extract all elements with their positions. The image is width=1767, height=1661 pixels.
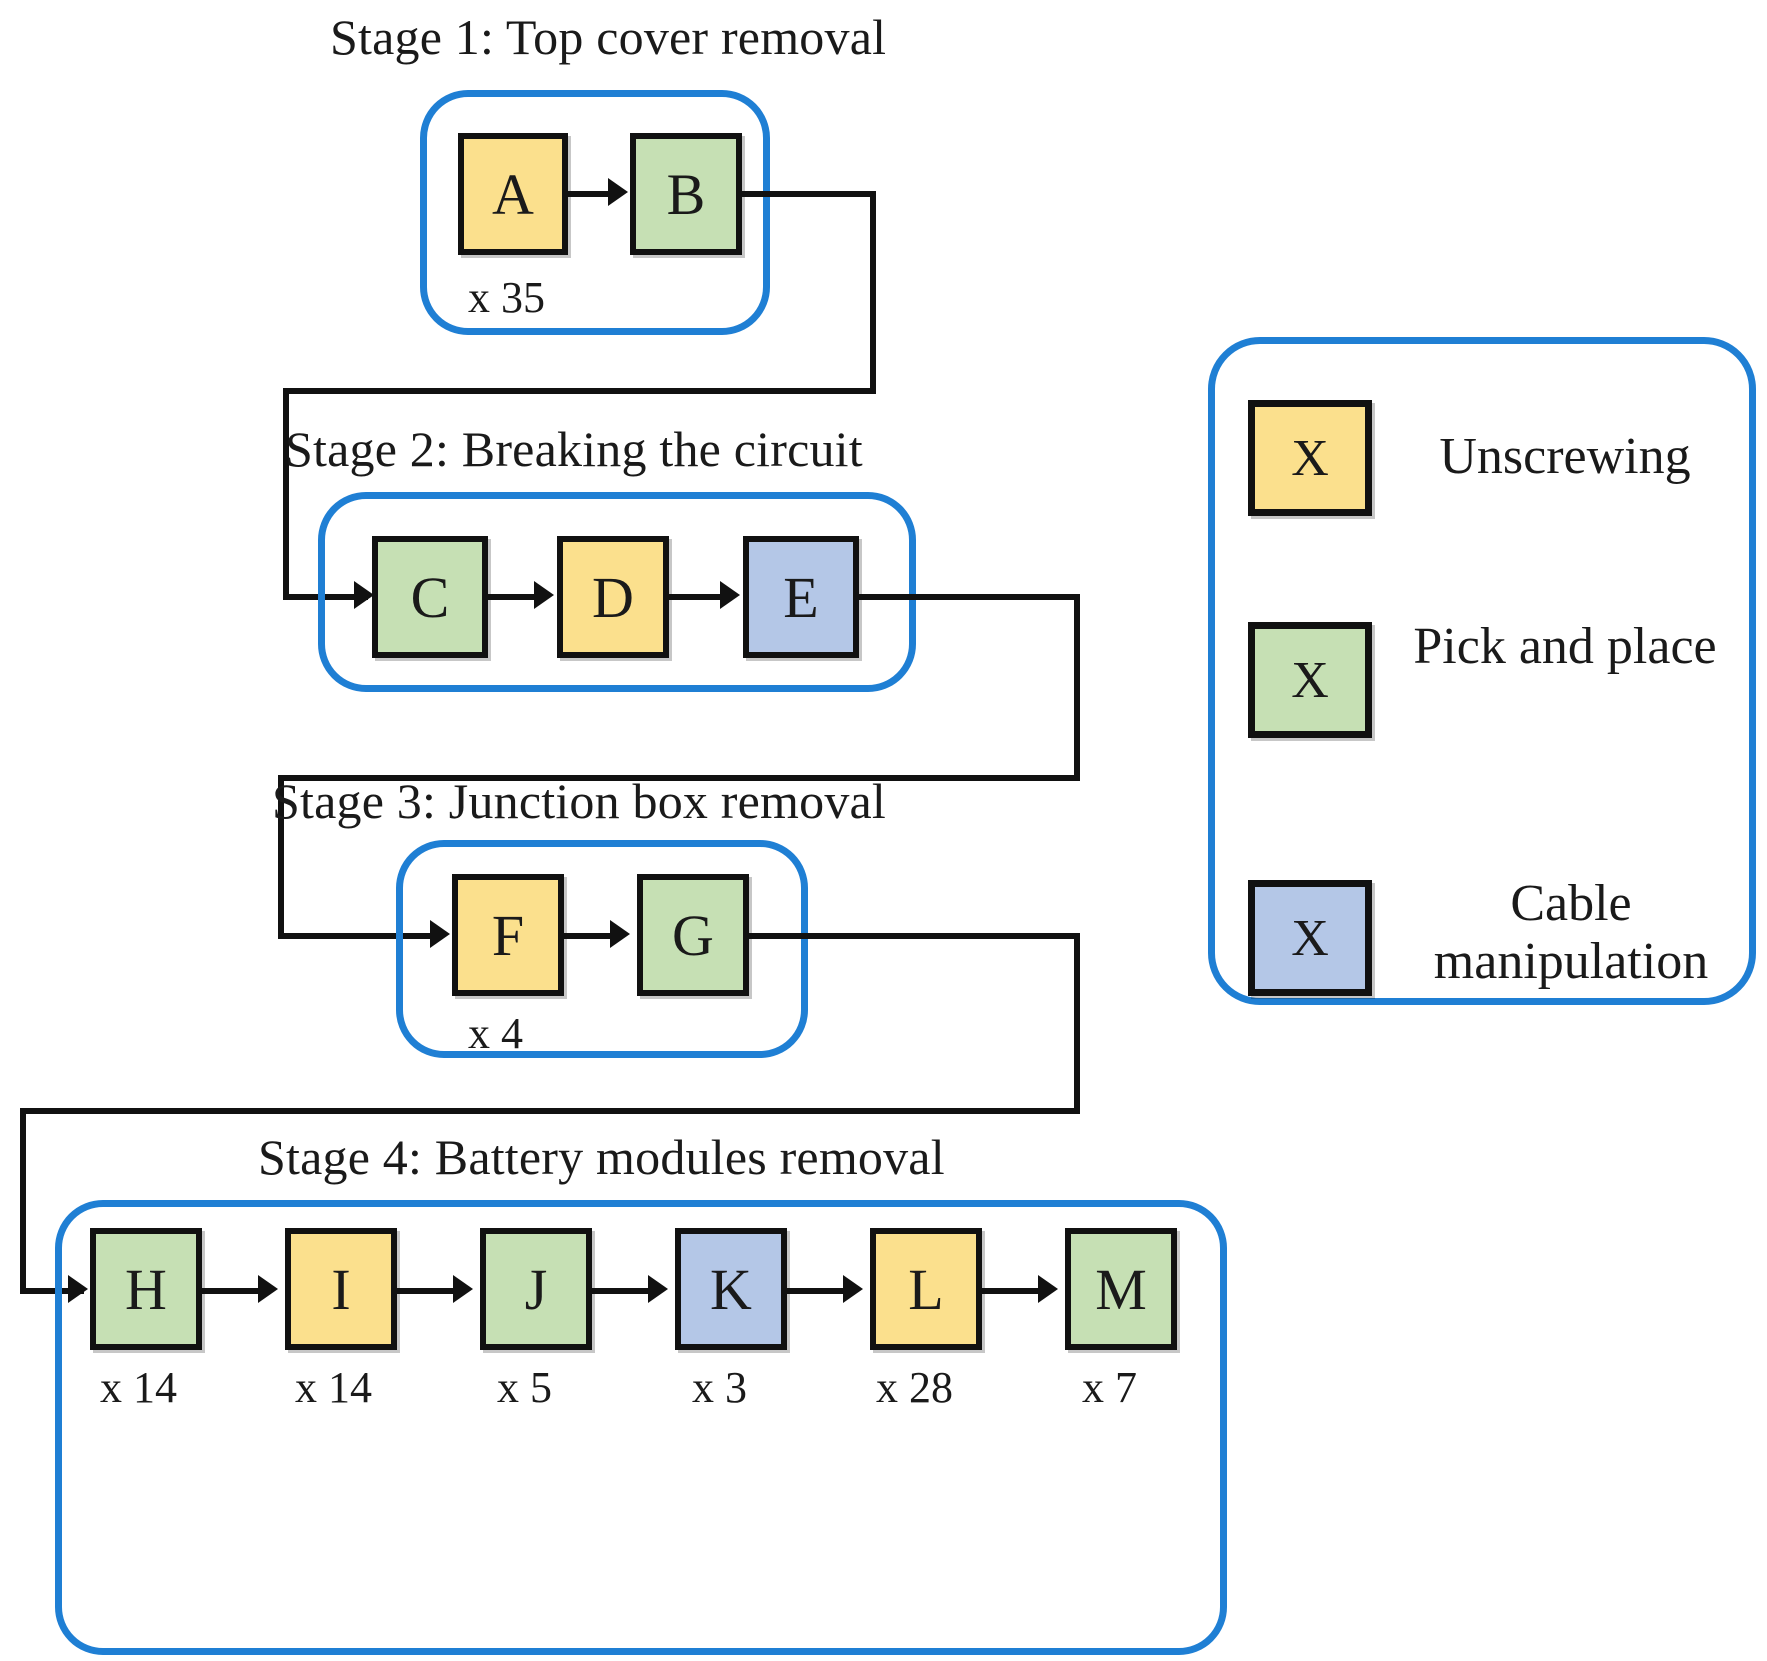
legend-label-cable-manipulation: Cable manipulation (1433, 875, 1709, 991)
stage-4-count-i: x 14 (295, 1363, 372, 1412)
arrowhead-d-to-e (720, 581, 740, 609)
node-f-label: F (491, 902, 525, 968)
node-e-label: E (783, 564, 819, 630)
connector-s3-to-s4-h (20, 1108, 1080, 1114)
node-a-label: A (492, 161, 534, 227)
node-i-label: I (331, 1256, 351, 1322)
connector-into-h-h (20, 1288, 84, 1294)
stage-3-count-1: x 4 (468, 1009, 523, 1058)
arrowhead-c-to-d (534, 581, 554, 609)
arrowhead-into-h (68, 1275, 88, 1303)
connector-s1-out-v (870, 191, 876, 394)
connector-l-to-m (982, 1288, 1042, 1294)
connector-s1-out-h (742, 191, 876, 197)
node-m-label: M (1095, 1256, 1147, 1322)
stage-3-group-box (396, 840, 808, 1058)
node-d-label: D (592, 564, 634, 630)
node-c[interactable]: C (372, 536, 488, 658)
legend-symbol-cable-manipulation: X (1291, 909, 1329, 967)
stage-1-count-1: x 35 (468, 273, 545, 322)
stage-4-count-l: x 28 (876, 1363, 953, 1412)
arrowhead-into-c (354, 581, 374, 609)
connector-into-c-h (283, 594, 368, 600)
legend-container (1208, 337, 1756, 1005)
arrowhead-i-to-j (453, 1275, 473, 1303)
arrowhead-j-to-k (648, 1275, 668, 1303)
node-d[interactable]: D (557, 536, 669, 658)
stage-2-title: Stage 2: Breaking the circuit (285, 421, 863, 477)
node-k-label: K (710, 1256, 752, 1322)
legend-label-pick-and-place: Pick and place (1413, 618, 1717, 675)
node-j-label: J (524, 1256, 548, 1322)
connector-s3-to-s4-v (20, 1108, 26, 1293)
connector-s1-to-s2-h (283, 388, 876, 394)
connector-s2-out-h (859, 594, 1080, 600)
arrowhead-into-f (430, 920, 450, 948)
connector-j-to-k (592, 1288, 652, 1294)
node-b-label: B (666, 161, 706, 227)
connector-c-to-d (488, 594, 538, 600)
node-a[interactable]: A (458, 133, 568, 255)
node-i[interactable]: I (285, 1228, 397, 1350)
connector-s3-out-v (1074, 933, 1080, 1111)
arrowhead-l-to-m (1038, 1275, 1058, 1303)
arrowhead-a-to-b (608, 178, 628, 206)
legend-label-unscrewing: Unscrewing (1439, 428, 1691, 485)
stage-4-title: Stage 4: Battery modules removal (258, 1129, 945, 1185)
connector-k-to-l (787, 1288, 847, 1294)
stage-4-count-j: x 5 (497, 1363, 552, 1412)
connector-h-to-i (202, 1288, 262, 1294)
node-h-label: H (125, 1256, 167, 1322)
connector-f-to-g (564, 933, 614, 939)
stage-1-group-box (420, 90, 770, 335)
node-g-label: G (672, 902, 714, 968)
stage-1-title: Stage 1: Top cover removal (330, 9, 887, 65)
node-l-label: L (908, 1256, 944, 1322)
legend-symbol-pick-and-place: X (1291, 651, 1329, 709)
node-e[interactable]: E (743, 536, 859, 658)
node-f[interactable]: F (452, 874, 564, 996)
connector-i-to-j (397, 1288, 457, 1294)
node-m[interactable]: M (1065, 1228, 1177, 1350)
connector-s1-to-s2-v (283, 388, 289, 600)
connector-into-f-h (278, 933, 443, 939)
connector-s2-to-s3-h (278, 775, 1080, 781)
arrowhead-h-to-i (258, 1275, 278, 1303)
stage-4-count-k: x 3 (692, 1363, 747, 1412)
node-b[interactable]: B (630, 133, 742, 255)
stage-4-count-h: x 14 (100, 1363, 177, 1412)
connector-a-to-b (568, 191, 612, 197)
node-j[interactable]: J (480, 1228, 592, 1350)
node-g[interactable]: G (637, 874, 749, 996)
stage-3-title: Stage 3: Junction box removal (272, 773, 887, 829)
legend-symbol-unscrewing: X (1291, 429, 1329, 487)
stage-4-group-box (55, 1200, 1227, 1655)
node-l[interactable]: L (870, 1228, 982, 1350)
stage-4-count-m: x 7 (1082, 1363, 1137, 1412)
legend-swatch-pick-and-place: X (1248, 622, 1372, 738)
arrowhead-f-to-g (610, 920, 630, 948)
stage-2-group-box (318, 492, 916, 692)
arrowhead-k-to-l (843, 1275, 863, 1303)
legend-swatch-unscrewing: X (1248, 400, 1372, 516)
connector-d-to-e (669, 594, 724, 600)
connector-s2-to-s3-v (278, 775, 284, 939)
legend-swatch-cable-manipulation: X (1248, 880, 1372, 996)
node-h[interactable]: H (90, 1228, 202, 1350)
node-k[interactable]: K (675, 1228, 787, 1350)
connector-s3-out-h (749, 933, 1080, 939)
connector-s2-out-v (1074, 594, 1080, 781)
node-c-label: C (410, 564, 450, 630)
